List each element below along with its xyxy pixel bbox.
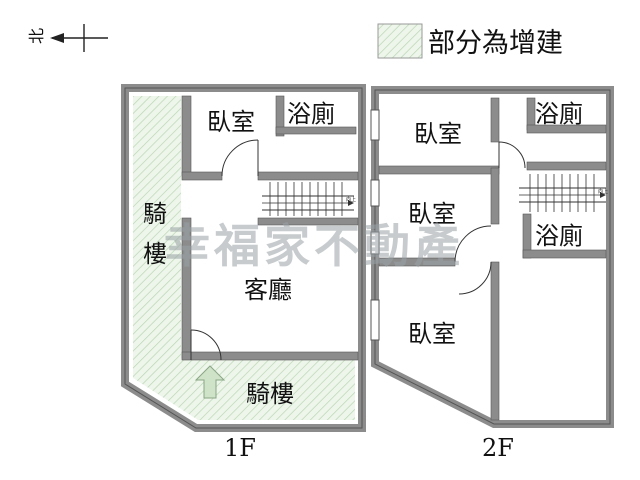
floor-2: 向上 臥室 浴廁 臥室 浴廁 臥室 2F	[370, 86, 614, 462]
entrance-arrow-icon	[194, 365, 226, 399]
stairs-up-arrow-icon-2f	[600, 192, 606, 198]
arcade-left-area	[133, 96, 181, 358]
stairs-2f: 向上	[519, 174, 608, 212]
room-label-bedroom-bottom-2f: 臥室	[408, 320, 456, 348]
room-label-bedroom-mid-2f: 臥室	[408, 200, 456, 228]
floor-label-2f: 2F	[482, 434, 514, 462]
room-label-arcade-left-1f: 騎 樓	[143, 200, 175, 268]
legend-label: 部分為增建	[428, 28, 563, 59]
floor-1: 向上 臥室 浴廁 客廳 騎樓 騎 樓 1F	[121, 84, 366, 462]
stairs-1f: 向上	[262, 182, 356, 216]
room-label-bedroom-top-2f: 臥室	[414, 120, 462, 148]
floor-label-1f: 1F	[224, 434, 256, 462]
north-arrow-icon	[50, 33, 64, 43]
room-label-bathroom-mid-2f: 浴廁	[535, 222, 583, 250]
arcade-front-area	[133, 358, 355, 420]
room-label-bathroom-top-2f: 浴廁	[535, 100, 583, 128]
room-label-bathroom-1f: 浴廁	[287, 100, 335, 128]
room-label-arcade-front-1f: 騎樓	[246, 380, 294, 408]
watermark: 幸福家不動產	[164, 219, 464, 273]
north-label: 北	[27, 28, 46, 44]
compass: 北	[27, 24, 108, 52]
stairs-label-2f: 向上	[598, 188, 608, 195]
legend-swatch	[377, 23, 423, 59]
stairs-up-arrow-icon	[348, 200, 354, 206]
room-label-living-room-1f: 客廳	[244, 276, 292, 304]
legend: 部分為增建	[377, 23, 563, 59]
room-label-bedroom-1f: 臥室	[207, 108, 255, 136]
stairs-label-1f: 向上	[346, 196, 356, 203]
